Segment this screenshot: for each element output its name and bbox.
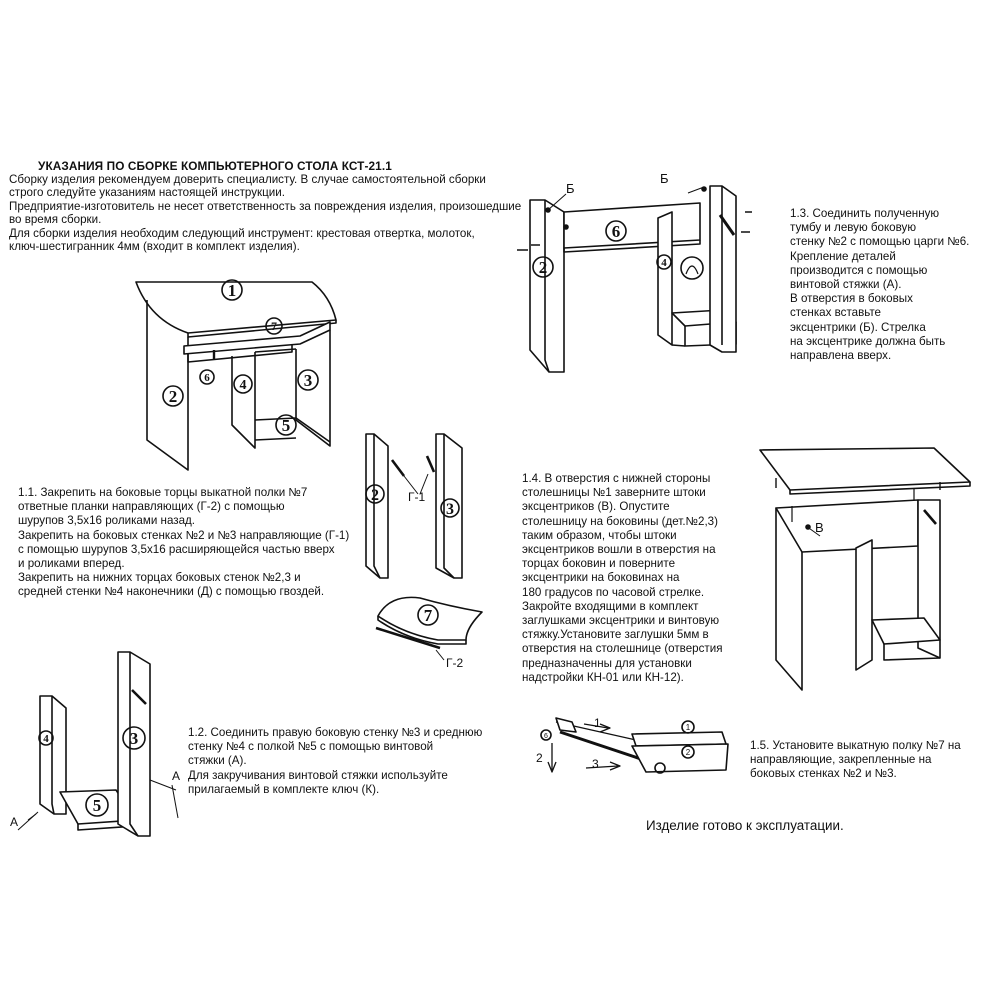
step-line: Крепление деталей [790,249,896,263]
arrow-2-label: 2 [536,751,543,765]
label-a: А [172,769,180,783]
part-4-badge: 4 [240,378,247,393]
step-line: надстройки КН-01 или КН-12). [522,670,684,684]
step-line: 1.5. Установите выкатную полку №7 на [750,739,961,752]
part-5-badge: 5 [93,796,102,815]
step-line: на эксцентрике должна быть [790,334,946,348]
step-line: Для закручивания винтовой стяжки использ… [188,768,448,782]
figure-step-1-1-shelf: 7 Г-2 [375,596,483,670]
step-line: 1.4. В отверстия с нижней стороны [522,472,711,485]
step-1-2-text: 1.2. Соединить правую боковую стенку №3 … [188,726,482,797]
intro-line: строго следуйте указаниям настоящей инст… [9,186,285,200]
step-line: эксцентриков (В). Опустите [522,500,670,514]
part-2-badge: 2 [539,258,548,277]
step-1-1-text: 1.1. Закрепить на боковые торцы выкатной… [18,486,349,600]
part-2-badge: 2 [169,387,178,406]
part-5-badge: 5 [282,416,291,435]
step-line: Закрепить на боковых стенках №2 и №3 нап… [18,528,350,542]
label-a: А [10,815,18,829]
step-line: шурупов 3,5х16 роликами назад. [18,514,196,528]
step-line: направляющие, закрепленные на [750,753,932,767]
step-line: заглушками эксцентрики и винтовую [522,614,720,628]
part-6-badge: 6 [544,733,548,740]
step-line: эксцентрики (Б). Стрелка [790,320,926,334]
step-line: и роликами вперед. [18,557,125,571]
part-3-badge: 3 [130,729,139,748]
intro-line: Для сборки изделия необходим следующий и… [9,226,475,240]
step-line: средней стенки №4 наконечники (Д) с помо… [18,585,325,599]
step-1-5-text: 1.5. Установите выкатную полку №7 на нап… [750,739,961,782]
step-line: тумбу и левую боковую [790,221,917,235]
part-7-badge: 7 [424,606,433,625]
part-4-badge: 4 [43,733,49,745]
step-line: боковых стенках №2 и №3. [750,767,897,781]
intro-line: ключ-шестигранник 4мм (входит в комплект… [9,240,300,254]
figure-step-1-3: 6 2 4 Б Б [517,171,752,373]
step-line: стенку №2 с помощью царги №6. [790,235,970,249]
part-7-badge: 7 [271,319,277,333]
label-g2: Г-2 [446,656,463,670]
step-line: эксцентрики на боковинах на [522,571,680,585]
figure-desk-overview: 1 2 4 3 5 7 6 [135,279,337,471]
label-v: В [815,520,824,535]
intro-line: Сборку изделия рекомендуем доверить спец… [9,173,486,186]
part-3-badge: 3 [304,371,313,390]
step-line: стенку №4 с полкой №5 с помощью винтовой [188,740,434,754]
step-line: столешницу на боковины (дет.№2,3) [522,514,718,528]
step-line: 1.3. Соединить полученную [790,207,940,220]
part-6-badge: 6 [204,372,210,384]
part-2-badge: 2 [371,487,379,504]
step-line: столешницы №1 заверните штоки [522,486,706,500]
step-line: отверстия на столешнице (отверстия [522,642,723,656]
part-1-badge: 1 [228,281,237,300]
step-line: стяжку.Установите заглушки 5мм в [522,628,709,642]
label-b: Б [660,171,669,186]
arrow-3-label: 3 [592,757,599,771]
step-line: таким образом, чтобы штоки [522,528,677,542]
step-line: Закрепить на нижних торцах боковых стено… [18,571,301,585]
step-1-4-text: 1.4. В отверстия с нижней стороны столеш… [522,472,722,685]
step-line: стенках вставьте [790,306,881,320]
part-3-badge: 3 [446,501,454,518]
figure-step-1-2: 5 4 3 А А [10,651,180,837]
intro-text: Сборку изделия рекомендуем доверить спец… [9,173,521,253]
step-line: с помощью шурупов 3,5х16 расширяющейся ч… [18,542,335,556]
part-1-badge: 1 [686,723,691,732]
label-g1: Г-1 [408,490,425,504]
step-line: торцах боковин и поверните [522,557,676,571]
part-2-badge: 2 [686,748,691,757]
step-line: 1.2. Соединить правую боковую стенку №3 … [188,726,483,739]
step-line: предназначенны для установки [522,656,692,670]
part-4-badge: 4 [661,257,667,269]
step-line: эксцентриков вошли в отверстия на [522,543,716,557]
step-line: 180 градусов по часовой стрелке. [522,585,705,599]
document-title: УКАЗАНИЯ ПО СБОРКЕ КОМПЬЮТЕРНОГО СТОЛА К… [38,159,392,173]
step-line: стяжки (А). [188,754,247,768]
step-line: прилагаемый в комплекте ключ (К). [188,782,380,796]
intro-line: Предприятие-изготовитель не несет ответс… [9,199,522,213]
step-1-3-text: 1.3. Соединить полученную тумбу и левую … [790,207,969,363]
step-line: ответные планки направляющих (Г-2) с пом… [18,500,285,514]
figure-step-1-4: В [759,447,971,691]
final-note: Изделие готово к эксплуатации. [646,818,844,833]
step-line: производится с помощью [790,263,928,277]
step-line: Закройте входящими в комплект [522,599,699,613]
part-6-badge: 6 [612,222,621,241]
step-line: винтовой стяжки (А). [790,278,902,292]
figure-step-1-1-walls: 2 3 Г-1 [365,433,463,579]
arrow-1-label: 1 [594,716,601,730]
intro-line: во время сборки. [9,213,102,227]
step-line: В отверстия в боковых [790,292,913,306]
step-line: направлена вверх. [790,349,892,363]
figure-step-1-5: 6 1 2 1 2 3 [536,716,729,774]
step-line: 1.1. Закрепить на боковые торцы выкатной… [18,486,308,499]
label-b: Б [566,181,575,196]
